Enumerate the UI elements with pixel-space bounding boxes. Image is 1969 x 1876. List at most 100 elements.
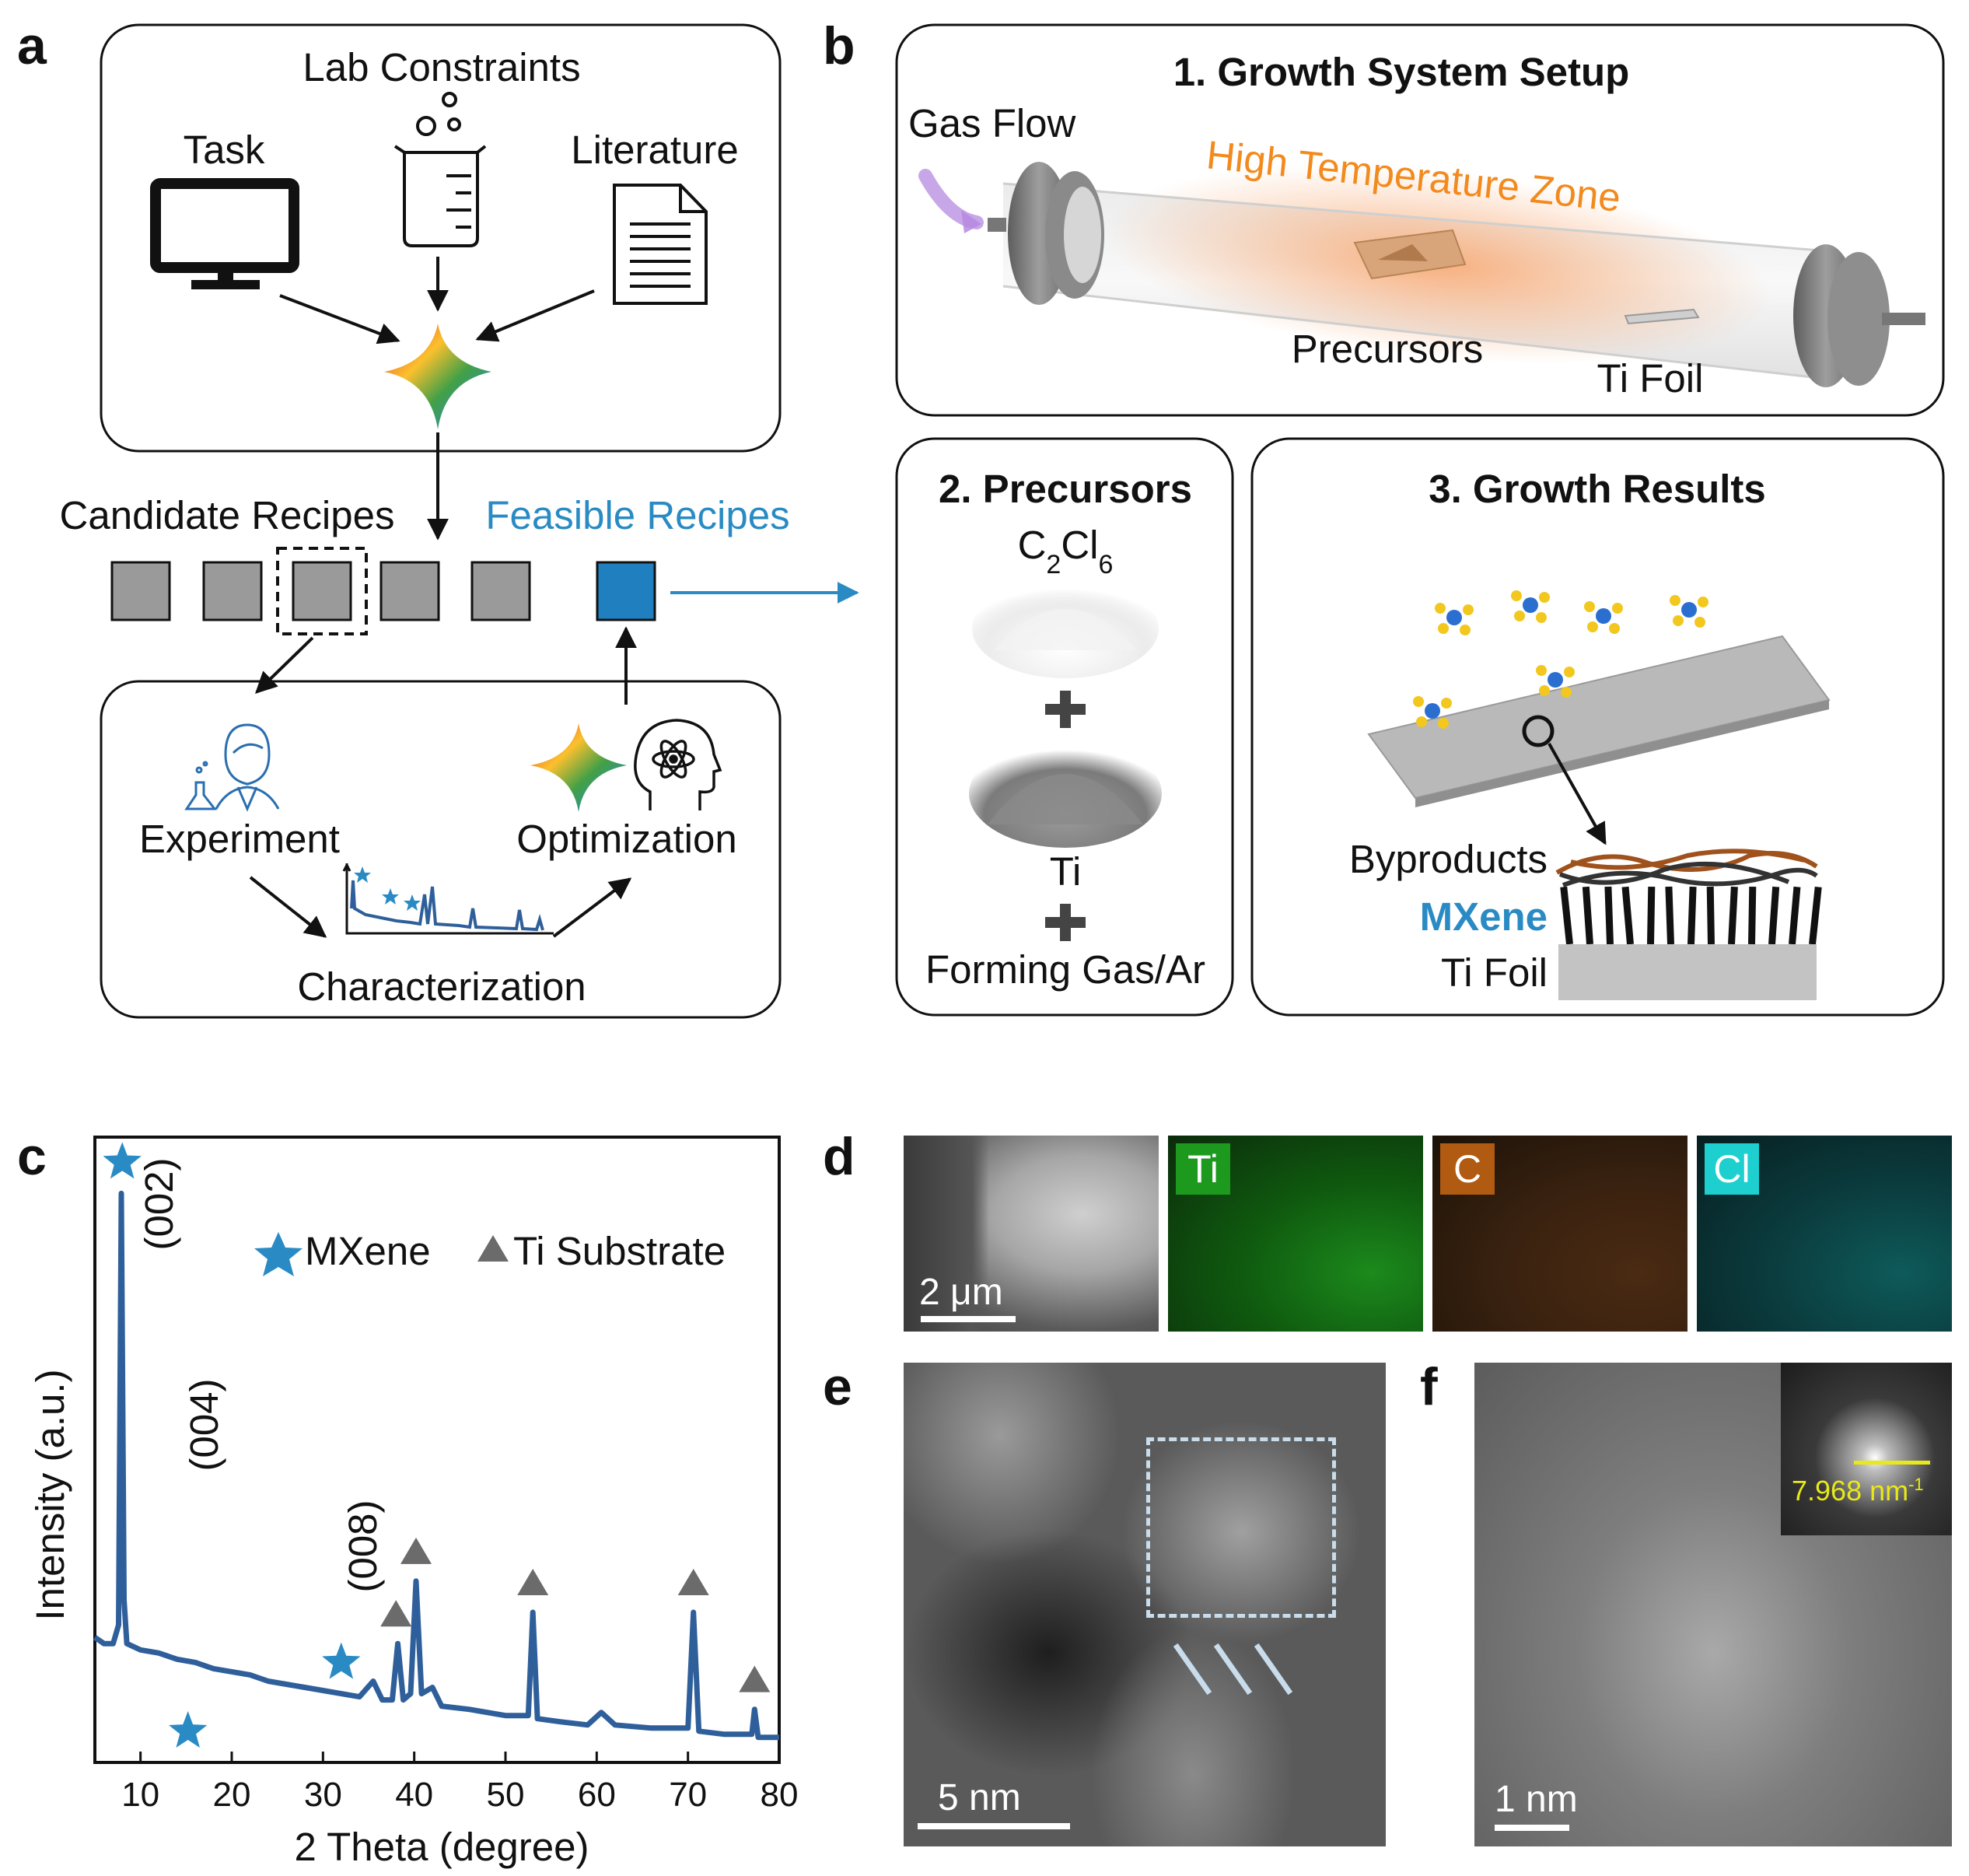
scale-label-e: 5 nm: [938, 1777, 1021, 1818]
eds-map-ti: Ti: [1168, 1136, 1423, 1332]
literature-label: Literature: [571, 128, 738, 172]
chart-xlabel: 2 Theta (degree): [295, 1825, 589, 1869]
fft-measure-line: [1854, 1461, 1930, 1465]
precursors-tube-label: Precursors: [1292, 327, 1484, 371]
scalebar-e: [918, 1823, 1070, 1829]
recipe-box[interactable]: [379, 561, 440, 621]
ti-triangle-marker: [739, 1665, 771, 1692]
ti-foil-result-label: Ti Foil: [1441, 950, 1548, 995]
forming-gas-label: Forming Gas/Ar: [925, 947, 1205, 992]
arrow-icon: [1173, 1643, 1212, 1696]
legend-star-icon: [254, 1232, 303, 1276]
results-box: [1250, 437, 1945, 1017]
recipe-box[interactable]: [292, 561, 352, 621]
furnace-tube: [988, 162, 1925, 387]
characterization-label: Characterization: [297, 964, 586, 1009]
results-title: 3. Growth Results: [1429, 467, 1766, 511]
ti-triangle-marker: [517, 1569, 549, 1596]
plus-icon: [1045, 691, 1086, 728]
fft-inset: 7.968 nm-1: [1781, 1363, 1952, 1535]
ti-triangle-marker: [380, 1600, 412, 1627]
arrow-icon: [1254, 1643, 1293, 1696]
ai-sparkle-icon: [384, 324, 491, 429]
mxene-star-marker: [322, 1642, 361, 1679]
panel-label-d: d: [823, 1127, 855, 1186]
lit-to-ai-arrow: [475, 289, 595, 342]
legend-mxene: MXene: [305, 1229, 431, 1273]
arrow-icon: [1213, 1643, 1253, 1696]
tem-image-f: 7.968 nm-1 1 nm: [1474, 1363, 1952, 1846]
char-to-optimization-arrow: [552, 877, 632, 938]
c2cl6-formula: C2Cl6: [1018, 523, 1114, 579]
precursors-box: [895, 437, 1234, 1017]
plus-icon-2: [1045, 904, 1086, 941]
panel-label-a: a: [17, 16, 47, 75]
eds-label-cl: Cl: [1705, 1143, 1759, 1195]
legend-ti-substrate: Ti Substrate: [513, 1229, 726, 1273]
mxene-label: MXene: [1420, 894, 1548, 939]
chart-ylabel: Intensity (a.u.): [28, 1369, 72, 1620]
x-tick-label: 50: [487, 1776, 525, 1814]
optimization-label: Optimization: [516, 817, 736, 861]
panel-label-b: b: [823, 16, 855, 75]
ti-foil-substrate: [1558, 944, 1817, 1000]
sem-image: 2 μm: [904, 1136, 1159, 1332]
mxene-star-marker: [169, 1711, 208, 1748]
ti-foil-piece: [1624, 308, 1700, 325]
fft-label: 7.968 nm-1: [1792, 1475, 1924, 1507]
experiment-to-char-arrow: [249, 876, 327, 938]
chart-frame: [93, 1136, 781, 1764]
mxene-star-marker: [103, 1142, 142, 1179]
eds-map-cl: Cl: [1697, 1136, 1952, 1332]
loop-box: [100, 680, 782, 1019]
scalebar-d: [921, 1316, 1016, 1322]
byproducts-label: Byproducts: [1349, 837, 1548, 881]
task-label: Task: [184, 128, 265, 172]
zoom-arrow: [1548, 743, 1607, 845]
panel-label-c: c: [17, 1127, 47, 1186]
x-tick-label: 10: [121, 1776, 159, 1814]
peak-002-label: (002): [137, 1157, 181, 1250]
panel-label-e: e: [823, 1357, 852, 1416]
selected-to-experiment-arrow: [254, 636, 314, 694]
scientist-icon: [184, 723, 280, 812]
roi-dashed-box: [1146, 1437, 1336, 1618]
input-box: [100, 23, 782, 453]
recipe-box[interactable]: [202, 561, 263, 621]
x-tick-label: 70: [669, 1776, 707, 1814]
candidate-recipes-label: Candidate Recipes: [60, 493, 395, 537]
feasible-recipes-label: Feasible Recipes: [485, 493, 789, 537]
mini-xrd-icon: [342, 863, 554, 935]
experiment-label: Experiment: [139, 817, 340, 861]
beaker-icon: [393, 92, 487, 247]
lab-constraints-label: Lab Constraints: [303, 45, 580, 89]
document-icon: [613, 184, 708, 305]
monitor-icon: [150, 178, 299, 289]
eds-label-ti: Ti: [1176, 1143, 1230, 1195]
tem-image-e: 5 nm: [904, 1363, 1386, 1846]
brain-head-icon: [634, 719, 722, 810]
candidate-recipe-row: [110, 547, 656, 635]
molecule-icons: [1413, 590, 1708, 729]
magnifier-icon: [1522, 715, 1555, 747]
scale-label-f: 1 nm: [1495, 1779, 1578, 1820]
x-tick-label: 60: [578, 1776, 616, 1814]
recipe-box[interactable]: [110, 561, 171, 621]
recipe-selection-dashed: [276, 547, 368, 635]
x-tick-label: 30: [304, 1776, 342, 1814]
legend-triangle-icon: [477, 1235, 509, 1262]
mxene-layers: [1560, 886, 1822, 945]
ti-precursor-label: Ti: [1050, 849, 1082, 894]
recipe-box[interactable]: [470, 561, 531, 621]
x-tick-label: 80: [761, 1776, 799, 1814]
byproduct-fibers: [1555, 849, 1818, 887]
ti-triangle-marker: [677, 1569, 709, 1596]
task-to-ai-arrow: [279, 294, 400, 345]
precursors-title: 2. Precursors: [939, 467, 1192, 511]
feasible-recipe-box[interactable]: [596, 561, 656, 621]
peak-008-label: (008): [341, 1500, 385, 1592]
ai-sparkle-icon-2: [530, 723, 627, 812]
setup-title: 1. Growth System Setup: [1173, 50, 1630, 94]
